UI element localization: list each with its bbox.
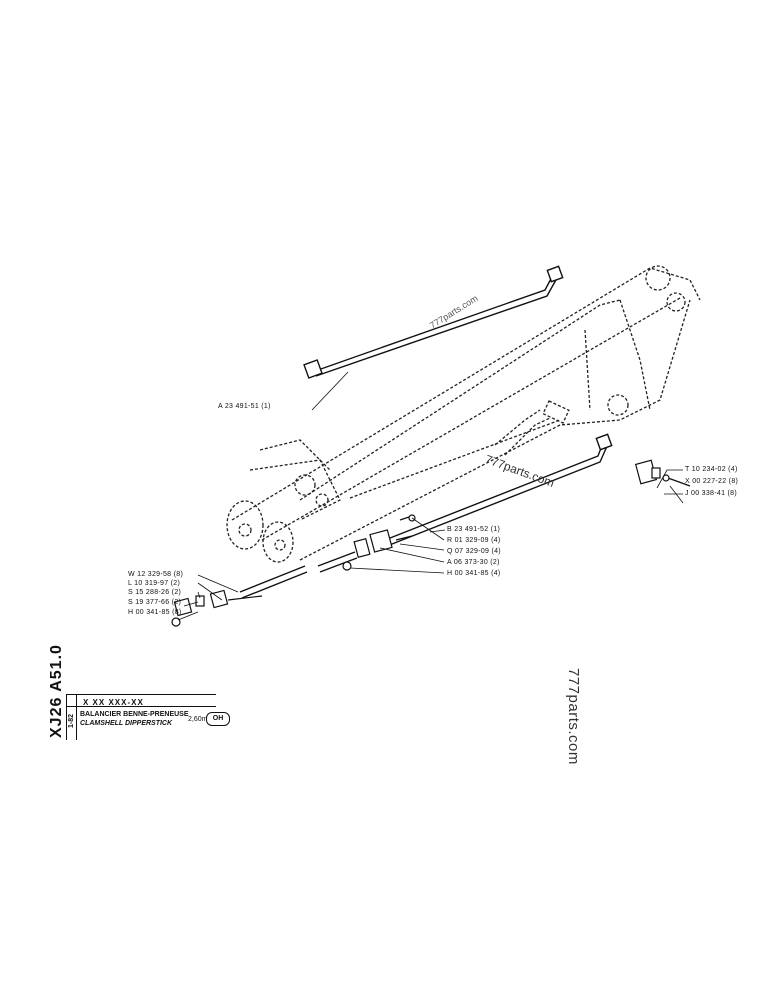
lower-rod (239, 433, 613, 599)
watermark-right: 777parts.com (565, 668, 582, 765)
variant-badge: OH (206, 712, 230, 726)
callout-j00338: J 00 338-41 (8) (685, 490, 737, 497)
title-block (48, 660, 238, 740)
callout-a06373: A 06 373-30 (2) (447, 559, 500, 566)
callout-q07329: Q 07 329-09 (4) (447, 548, 501, 555)
reference-code: X XX XXX-XX (83, 698, 144, 707)
title-french: BALANCIER BENNE-PRENEUSE (80, 711, 189, 718)
leader-lines (177, 371, 684, 621)
callout-w12329: W 12 329-58 (8) (128, 571, 184, 578)
title-english: CLAMSHELL DIPPERSTICK (80, 720, 173, 727)
sheet-number: 1-82 (68, 713, 75, 728)
callout-t10234: T 10 234-02 (4) (685, 466, 738, 473)
arm-length: 2,60m (188, 716, 208, 723)
callout-a23491: A 23 491-51 (1) (218, 403, 271, 410)
dipperstick-arm-outline (226, 265, 701, 563)
callout-x00227: X 00 227-22 (8) (685, 478, 739, 485)
callout-s15288: S 15 288-26 (2) (128, 589, 182, 596)
callout-r01329: R 01 329-09 (4) (447, 537, 501, 544)
callout-l10319: L 10 319-97 (2) (128, 580, 181, 587)
callout-s19377: S 19 377-66 (2) (128, 599, 182, 606)
clamp-parts (171, 459, 691, 627)
callout-h00341b: H 00 341-85 (8) (128, 609, 182, 616)
upper-rod (303, 265, 564, 379)
callout-b23491: B 23 491-52 (1) (447, 526, 501, 533)
callout-h00341a: H 00 341-85 (4) (447, 570, 501, 577)
drawing-code: XJ26 A51.0 (48, 644, 65, 738)
